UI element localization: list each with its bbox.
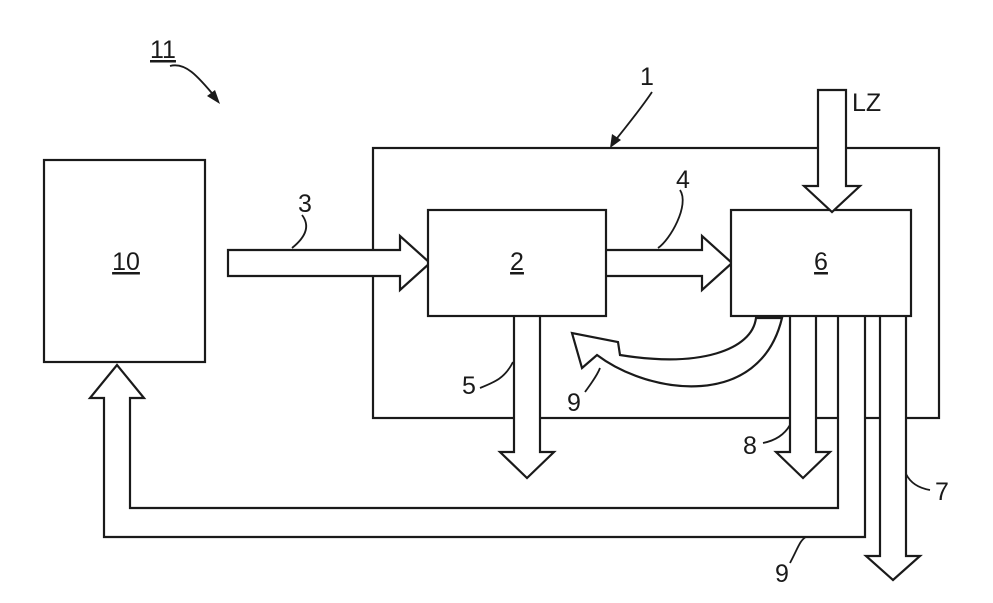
label-return-outer: 9 [775,560,789,588]
label-enclosure: 1 [640,63,654,91]
leader-enclosure [614,92,652,142]
leader-output-7 [906,474,930,490]
label-output-7: 7 [935,478,949,506]
label-output-5: 5 [462,372,476,400]
label-transfer-4: 4 [676,166,690,194]
label-system: 11 [150,36,176,64]
label-block-2: 2 [510,248,524,276]
leader-output-8 [763,425,790,443]
input-arrow-3 [228,236,430,290]
label-device: 10 [112,248,140,276]
label-output-8: 8 [743,432,757,460]
label-return-inner: 9 [567,389,581,417]
label-block-6: 6 [814,248,828,276]
label-external-input: LZ [852,89,881,117]
leader-return-outer [790,537,806,563]
leader-system-arrowhead [207,90,220,104]
leader-system [170,65,216,98]
label-input-3: 3 [298,190,312,218]
leader-input-3 [292,215,306,248]
